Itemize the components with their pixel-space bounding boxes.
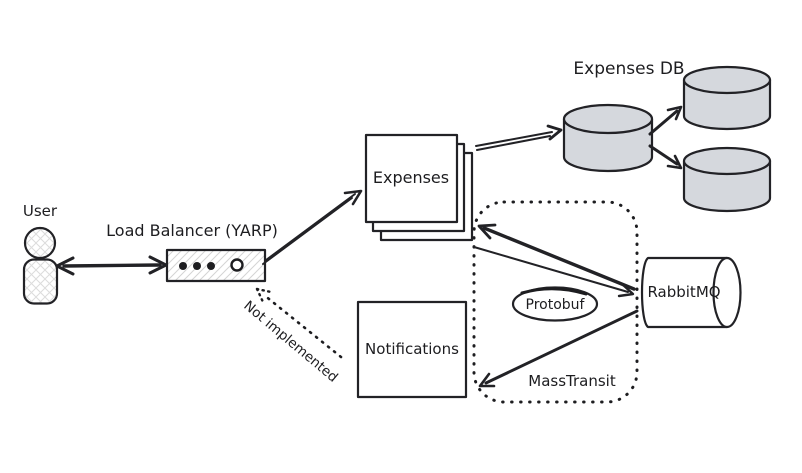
rabbitmq-notifications-arrow (478, 309, 639, 388)
db-cylinder-replica-bottom (682, 146, 772, 213)
db-cylinder-primary (562, 103, 654, 173)
expenses-rabbitmq-arrow (473, 246, 635, 298)
expenses-node: Expenses (364, 133, 474, 242)
db-replication-arrow-bottom (648, 144, 683, 170)
user-node: User (22, 202, 59, 305)
user-label: User (23, 202, 58, 220)
expenses-db-label: Expenses DB (573, 59, 684, 79)
expenses-db-group: Expenses DB (562, 59, 772, 213)
load-balancer-node: Load Balancer (YARP) (106, 221, 278, 283)
lb-dot-icon (193, 262, 201, 270)
masstransit-dotted-boundary (472, 200, 639, 404)
db-replication-arrow-top (648, 105, 683, 136)
notifications-label: Notifications (365, 340, 459, 358)
masstransit-group: Protobuf MassTransit (472, 200, 639, 404)
user-loadbalancer-arrow (55, 255, 168, 276)
load-balancer-label: Load Balancer (YARP) (106, 221, 278, 240)
lb-indicator-icon (230, 258, 244, 272)
lb-dot-icon (207, 262, 215, 270)
notifications-box (356, 300, 468, 399)
rabbitmq-end-cap (712, 256, 742, 329)
notifications-node: Notifications (356, 300, 468, 399)
rabbitmq-label: RabbitMQ (647, 283, 720, 301)
user-head-icon (23, 226, 57, 260)
rabbitmq-node: RabbitMQ (640, 256, 742, 329)
loadbalancer-expenses-arrow (262, 189, 363, 265)
lb-dot-icon (179, 262, 187, 270)
protobuf-label: Protobuf (526, 297, 586, 313)
expenses-label: Expenses (373, 168, 449, 187)
not-implemented-label: Not implemented (240, 298, 340, 386)
protobuf-sketch-stroke (520, 287, 588, 296)
not-implemented-arrow: Not implemented (240, 287, 343, 386)
user-body-icon (22, 258, 59, 305)
masstransit-label: MassTransit (528, 372, 616, 390)
db-cylinder-replica-top (682, 65, 772, 131)
expenses-db-arrow (475, 124, 563, 151)
expenses-box-front (364, 133, 459, 224)
rabbitmq-expenses-arrow (477, 223, 636, 291)
protobuf-node: Protobuf (511, 286, 599, 322)
